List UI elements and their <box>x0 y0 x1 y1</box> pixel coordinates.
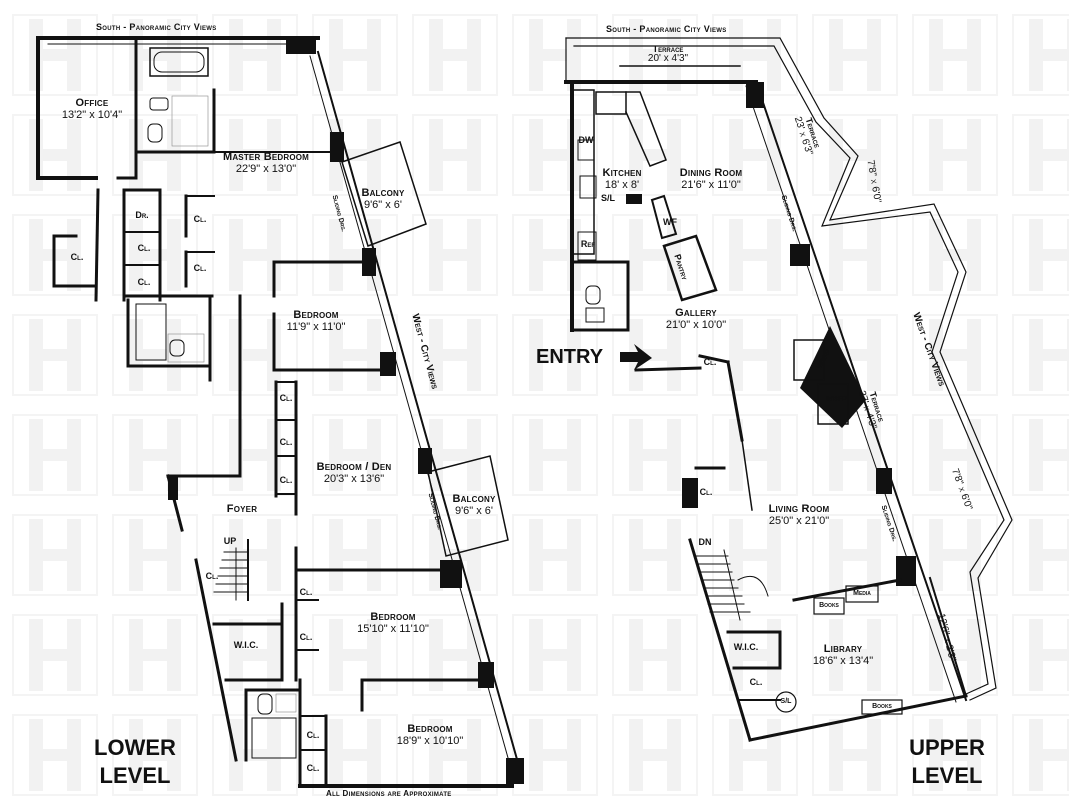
entry-label: ENTRY <box>536 346 604 368</box>
dining-room-label: Dining Room 21'6" x 11'0" <box>679 167 743 191</box>
upper-closet-b-label: Cl. <box>699 487 713 497</box>
closet-b-label: Cl. <box>137 243 151 253</box>
closet-a-label: Cl. <box>193 214 207 224</box>
den-name: Bedroom / Den <box>316 461 392 473</box>
balcony2-label: Balcony 9'6" x 6' <box>452 493 496 517</box>
closet-l-label: Cl. <box>306 730 320 740</box>
gallery-name: Gallery <box>675 307 717 319</box>
books-label-2: Books <box>872 703 892 710</box>
dining-room-dim: 21'6" x 11'0" <box>681 178 741 191</box>
closet-k-label: Cl. <box>299 632 313 642</box>
master-bedroom-name: Master Bedroom <box>222 151 310 163</box>
bedroom3-label: Bedroom 18'9" x 10'10" <box>396 723 464 747</box>
living-room-dim: 25'0" x 21'0" <box>768 514 830 527</box>
balcony1-name: Balcony <box>361 187 405 199</box>
upper-level-walls <box>564 37 1013 742</box>
lower-level-line1: LOWER <box>94 735 176 760</box>
office-label: Office 13'2" x 10'4" <box>61 97 123 121</box>
terrace-south-name: Terrace <box>652 44 684 54</box>
wic-upper-label: W.I.C. <box>733 642 759 652</box>
library-label: Library 18'6" x 13'4" <box>812 643 874 667</box>
bedroom1-label: Bedroom 11'9" x 11'0" <box>286 309 346 333</box>
den-dim: 20'3" x 13'6" <box>323 472 385 485</box>
upper-level-title: UPPER LEVEL <box>892 734 1002 790</box>
closet-j-label: Cl. <box>299 587 313 597</box>
library-name: Library <box>823 643 863 655</box>
dr-closet-label: Dr. <box>135 210 149 220</box>
closet-h-label: Cl. <box>279 475 293 485</box>
closet-d-label: Cl. <box>193 263 207 273</box>
bedroom2-dim: 15'10" x 11'10" <box>357 622 429 635</box>
kitchen-label: Kitchen 18' x 8' <box>602 167 642 191</box>
closet-f-label: Cl. <box>279 393 293 403</box>
balcony1-dim: 9'6" x 6' <box>363 198 403 211</box>
lower-level-walls <box>36 36 524 788</box>
ref-label: Ref <box>580 239 596 249</box>
closet-g-label: Cl. <box>279 437 293 447</box>
upper-level-line1: UPPER <box>909 735 985 760</box>
kitchen-dim: 18' x 8' <box>604 178 640 191</box>
dimensions-footnote: All Dimensions are Approximate <box>326 789 452 798</box>
dw-label: DW <box>578 135 594 145</box>
terrace-south-dim: 20' x 4'3" <box>647 53 689 65</box>
upper-closet-c-label: Cl. <box>749 677 763 687</box>
bedroom3-name: Bedroom <box>407 723 453 735</box>
bedroom1-dim: 11'9" x 11'0" <box>286 320 346 333</box>
stairs-down-label: DN <box>698 537 712 547</box>
lower-level-title: LOWER LEVEL <box>80 734 190 790</box>
terrace-south-label: Terrace 20' x 4'3" <box>647 44 689 65</box>
office-dim: 13'2" x 10'4" <box>61 108 123 121</box>
dining-room-name: Dining Room <box>679 167 743 179</box>
den-label: Bedroom / Den 20'3" x 13'6" <box>316 461 392 485</box>
wic-lower-label: W.I.C. <box>233 640 259 650</box>
upper-level-line2: LEVEL <box>911 763 983 788</box>
media-label: Media <box>853 590 871 597</box>
gallery-dim: 21'0" x 10'0" <box>665 318 727 331</box>
living-room-name: Living Room <box>768 503 830 515</box>
wbfp-label-2: WBFP <box>826 396 847 403</box>
master-bedroom-dim: 22'9" x 13'0" <box>235 162 297 175</box>
library-dim: 18'6" x 13'4" <box>812 654 874 667</box>
upper-closet-a-label: Cl. <box>703 357 717 367</box>
bedroom1-name: Bedroom <box>293 309 339 321</box>
sl-kitchen-label: S/L <box>600 193 616 203</box>
balcony2-dim: 9'6" x 6' <box>454 504 494 517</box>
closet-e-label: Cl. <box>137 277 151 287</box>
closet-i-label: Cl. <box>205 571 219 581</box>
lower-level-line2: LEVEL <box>99 763 171 788</box>
bedroom2-label: Bedroom 15'10" x 11'10" <box>357 611 429 635</box>
bedroom2-name: Bedroom <box>370 611 416 623</box>
closet-m-label: Cl. <box>306 763 320 773</box>
wf-label: WF <box>663 217 677 227</box>
master-bedroom-label: Master Bedroom 22'9" x 13'0" <box>222 151 310 175</box>
upper-south-caption: South - Panoramic City Views <box>606 24 727 34</box>
balcony2-name: Balcony <box>452 493 496 505</box>
closet-c-label: Cl. <box>70 252 84 262</box>
books-label-1: Books <box>819 602 839 609</box>
bedroom3-dim: 18'9" x 10'10" <box>396 734 464 747</box>
balcony1-label: Balcony 9'6" x 6' <box>361 187 405 211</box>
foyer-label: Foyer <box>226 503 258 515</box>
living-room-label: Living Room 25'0" x 21'0" <box>768 503 830 527</box>
sl-library-label: S/L <box>780 698 792 705</box>
office-name: Office <box>75 97 109 109</box>
gallery-label: Gallery 21'0" x 10'0" <box>665 307 727 331</box>
lower-south-caption: South - Panoramic City Views <box>96 22 217 32</box>
stairs-up-label: UP <box>223 536 237 546</box>
kitchen-name: Kitchen <box>602 167 642 179</box>
